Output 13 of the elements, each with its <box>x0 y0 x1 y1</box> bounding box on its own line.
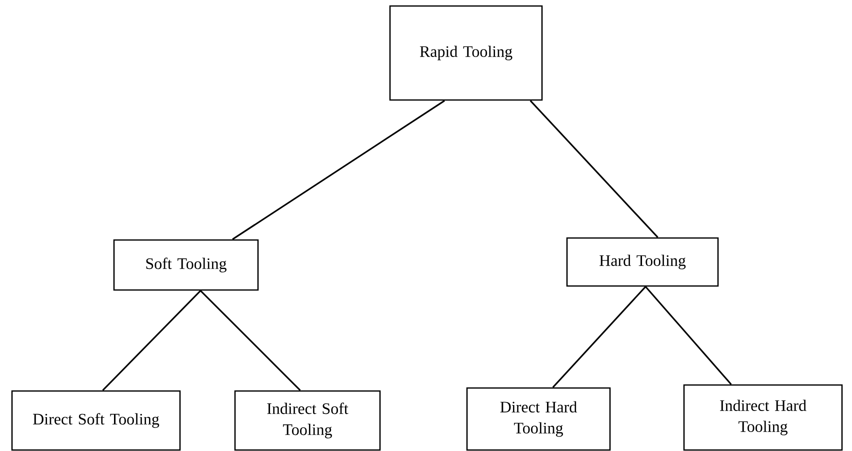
connector-line <box>232 100 445 240</box>
tooling-box: Hard Tooling <box>566 237 719 287</box>
tooling-box: Soft Tooling <box>113 239 259 291</box>
connector-line <box>552 286 646 388</box>
tooling-box: Direct Soft Tooling <box>11 390 181 451</box>
connector-line <box>644 286 732 385</box>
connector-line <box>102 290 202 391</box>
tooling-box: Rapid Tooling <box>389 5 543 101</box>
tooling-box: Indirect Hard Tooling <box>683 384 843 451</box>
connector-line <box>200 290 301 391</box>
tooling-box: Indirect Soft Tooling <box>234 390 381 451</box>
connector-line <box>530 100 658 238</box>
tooling-box: Direct Hard Tooling <box>466 387 611 451</box>
